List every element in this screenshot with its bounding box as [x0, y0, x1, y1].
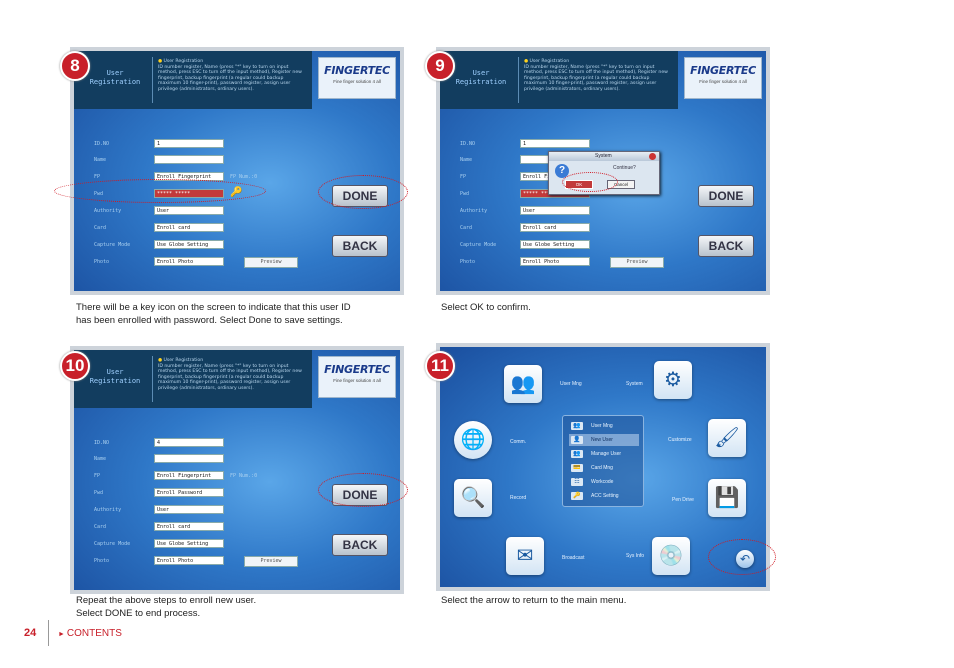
submenu-item[interactable]: ☷Workcode: [569, 476, 639, 488]
enroll-fingerprint-button[interactable]: Enroll Fingerprint: [154, 471, 224, 480]
step-10-caption: Repeat the above steps to enroll new use…: [76, 595, 257, 619]
enroll-photo-button[interactable]: Enroll Photo: [154, 257, 224, 266]
preview-button[interactable]: Preview: [244, 556, 298, 567]
back-button[interactable]: BACK: [332, 235, 388, 257]
step-11-caption: Select the arrow to return to the main m…: [441, 595, 627, 606]
authority-select[interactable]: User: [520, 206, 590, 215]
highlight-return-arrow: [708, 539, 776, 575]
id-field[interactable]: 4: [154, 438, 224, 447]
id-field[interactable]: 1: [154, 139, 224, 148]
enroll-card-button[interactable]: Enroll card: [520, 223, 590, 232]
step-8-caption: There will be a key icon on the screen t…: [76, 302, 351, 326]
dialog-close-icon[interactable]: [649, 153, 656, 160]
submenu-item[interactable]: 👥Manage User: [569, 448, 639, 460]
enroll-photo-button[interactable]: Enroll Photo: [520, 257, 590, 266]
enroll-photo-button[interactable]: Enroll Photo: [154, 556, 224, 565]
preview-button[interactable]: Preview: [610, 257, 664, 268]
broadcast-icon[interactable]: ✉: [506, 537, 544, 575]
comm-icon[interactable]: 🌐: [454, 421, 492, 459]
step-9-caption: Select OK to confirm.: [441, 302, 531, 313]
record-icon[interactable]: 🔍: [454, 479, 492, 517]
preview-button[interactable]: Preview: [244, 257, 298, 268]
back-button[interactable]: BACK: [698, 235, 754, 257]
step-10-badge: 10: [60, 351, 90, 381]
sys-info-icon[interactable]: 💿: [652, 537, 690, 575]
step-11-screenshot: 👥 User Mng System ⚙ 🌐 Comm. Customize 🖌 …: [436, 343, 770, 591]
highlight-ok-button: [562, 172, 618, 192]
user-mng-icon[interactable]: 👥: [504, 365, 542, 403]
contents-link[interactable]: ► CONTENTS: [58, 628, 122, 639]
pen-drive-icon[interactable]: 💾: [708, 479, 746, 517]
enroll-card-button[interactable]: Enroll card: [154, 223, 224, 232]
submenu-item[interactable]: 💳Card Mng: [569, 462, 639, 474]
submenu-item[interactable]: 👤New User: [569, 434, 639, 446]
step-8-badge: 8: [60, 51, 90, 81]
user-mng-submenu: 👥User Mng 👤New User 👥Manage User 💳Card M…: [562, 415, 644, 507]
enroll-card-button[interactable]: Enroll card: [154, 522, 224, 531]
capture-mode-select[interactable]: Use Globe Setting: [154, 240, 224, 249]
capture-mode-select[interactable]: Use Globe Setting: [154, 539, 224, 548]
authority-select[interactable]: User: [154, 505, 224, 514]
question-icon: ?: [555, 164, 569, 178]
dialog-title: System: [549, 152, 659, 161]
enroll-password-button[interactable]: Enroll Password: [154, 488, 224, 497]
submenu-item[interactable]: 🔑ACC Setting: [569, 490, 639, 502]
footer-divider: [48, 620, 49, 646]
name-field[interactable]: [154, 454, 224, 463]
done-button[interactable]: DONE: [698, 185, 754, 207]
capture-mode-select[interactable]: Use Globe Setting: [520, 240, 590, 249]
triangle-right-icon: ►: [58, 631, 67, 638]
highlight-password-row: [54, 179, 266, 203]
highlight-done-button: [318, 175, 408, 209]
customize-icon[interactable]: 🖌: [708, 419, 746, 457]
back-button[interactable]: BACK: [332, 534, 388, 556]
submenu-item[interactable]: 👥User Mng: [569, 420, 639, 432]
name-field[interactable]: [154, 155, 224, 164]
highlight-done-button: [318, 473, 408, 507]
system-icon[interactable]: ⚙: [654, 361, 692, 399]
authority-select[interactable]: User: [154, 206, 224, 215]
dialog-question: Continue?: [613, 165, 636, 171]
id-field[interactable]: 1: [520, 139, 590, 148]
page-number: 24: [24, 627, 37, 639]
step-9-badge: 9: [425, 51, 455, 81]
step-11-badge: 11: [425, 351, 455, 381]
